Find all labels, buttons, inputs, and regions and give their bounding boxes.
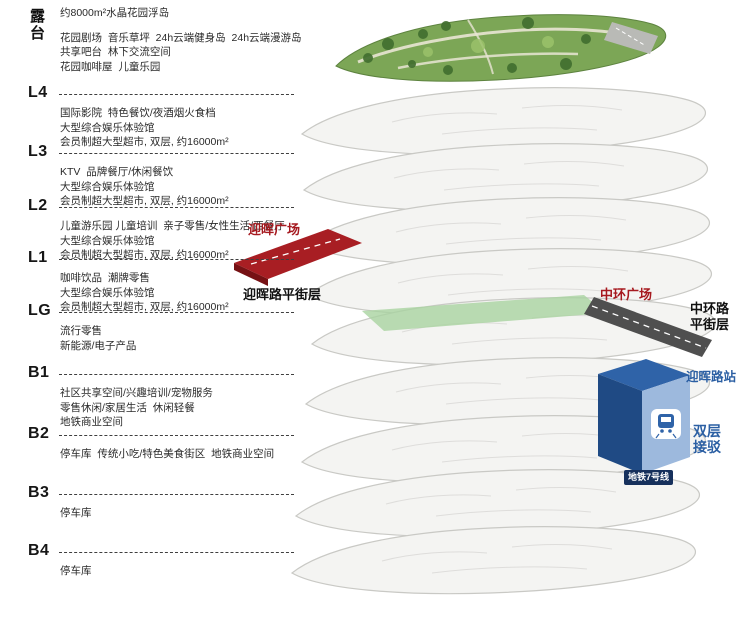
level-desc-line: 零售休闲/家居生活 休闲轻餐 [60, 401, 195, 414]
level-desc-line: 儿童游乐园 儿童培训 亲子零售/女性生活/西餐厅 [60, 220, 285, 232]
level-desc-line: 新能源/电子产品 [60, 339, 137, 352]
level-desc-line: 花园剧场 音乐草坪 24h云端健身岛 24h云端漫游岛 [60, 31, 302, 44]
level-desc-line: 大型综合娱乐体验馆 [60, 180, 155, 193]
level-dash-line [59, 258, 294, 260]
level-row-b4: B4 停车库 [28, 542, 294, 579]
level-dash-line [59, 152, 294, 154]
label-yinghui-plaza: 迎晖广场 [248, 222, 301, 237]
zhonghuan-road [584, 297, 712, 357]
level-label-b4: B4 [28, 542, 50, 559]
level-desc-line: 共享吧台 林下交流空间 [60, 46, 171, 58]
level-label-l4: L4 [28, 84, 48, 101]
level-row-l3: L3 KTV 品牌餐厅/休闲餐饮 大型综合娱乐体验馆 会员制超大型超市, 双层,… [28, 143, 294, 209]
level-desc-line: 停车库 [60, 565, 92, 577]
level-dash-line [59, 373, 294, 375]
label-zhonghuan-road-line2: 平街层 [690, 317, 730, 332]
level-dash-line [59, 93, 294, 95]
level-label-b1: B1 [28, 364, 50, 381]
level-desc-line: 约8000m²水晶花园浮岛 [60, 7, 170, 19]
label-shuttle-line1: 双层 [693, 423, 721, 439]
label-yinghui-station: 迎晖路站 [686, 370, 737, 384]
level-desc-line: 会员制超大型超市, 双层, 约16000m² [60, 195, 229, 207]
level-desc-line: 流行零售 [60, 325, 102, 337]
level-row-l1: L1 咖啡饮品 潮牌零售 大型综合娱乐体验馆 会员制超大型超市, 双层, 约16… [28, 249, 294, 315]
level-label-terrace: 露台 [30, 8, 46, 42]
level-desc-line: 社区共享空间/兴趣培训/宠物服务 [60, 387, 213, 399]
level-label-l1: L1 [28, 249, 48, 266]
level-desc-line: 停车库 [60, 507, 92, 519]
level-dash-line [59, 206, 294, 208]
level-dash-line [59, 434, 294, 436]
level-label-b3: B3 [28, 484, 50, 501]
level-dash-line [59, 493, 294, 495]
level-label-l3: L3 [28, 143, 48, 160]
floor-plate-b4 [291, 526, 697, 595]
level-desc-line: 大型综合娱乐体验馆 [60, 286, 155, 299]
level-desc-line: KTV 品牌餐厅/休闲餐饮 [60, 166, 174, 178]
level-dash-line [59, 311, 294, 313]
level-dash-line [59, 551, 294, 553]
terrace-trees [363, 17, 591, 75]
level-desc-line: 花园咖啡屋 儿童乐园 [60, 60, 161, 73]
level-desc-line: 咖啡饮品 潮牌零售 [60, 272, 150, 284]
label-zhonghuan-plaza: 中环广场 [600, 287, 653, 302]
level-row-lg: LG 流行零售 新能源/电子产品 [28, 302, 294, 353]
lg-green-strip [362, 295, 606, 331]
level-desc-line: 停车库 传统小吃/特色美食街区 地铁商业空间 [60, 448, 275, 460]
level-label-l2: L2 [28, 197, 48, 214]
level-row-terrace: 露台 约8000m²水晶花园浮岛 花园剧场 音乐草坪 24h云端健身岛 24h云… [28, 6, 302, 74]
label-shuttle-line2: 接驳 [693, 439, 721, 455]
level-label-lg: LG [28, 302, 52, 319]
label-zhonghuan-street-level: 中环路 平街层 [690, 301, 729, 333]
level-row-b1: B1 社区共享空间/兴趣培训/宠物服务 零售休闲/家居生活 休闲轻餐 地铁商业空… [28, 364, 294, 430]
level-desc-line: 地铁商业空间 [60, 416, 123, 428]
level-desc-line: 会员制超大型超市, 双层, 约16000m² [60, 249, 229, 261]
level-row-l2: L2 儿童游乐园 儿童培训 亲子零售/女性生活/西餐厅 大型综合娱乐体验馆 会员… [28, 197, 294, 263]
level-row-b3: B3 停车库 [28, 484, 294, 521]
level-desc-line: 大型综合娱乐体验馆 [60, 234, 155, 247]
level-desc-line: 会员制超大型超市, 双层, 约16000m² [60, 136, 229, 148]
level-label-b2: B2 [28, 425, 50, 442]
badge-metro-line-7: 地铁7号线 [624, 470, 674, 485]
level-row-b2: B2 停车库 传统小吃/特色美食街区 地铁商业空间 [28, 425, 294, 462]
yinghui-plaza-ramp [234, 229, 362, 286]
level-row-l4: L4 国际影院 特色餐饮/夜酒烟火食档 大型综合娱乐体验馆 会员制超大型超市, … [28, 84, 294, 150]
label-double-deck-shuttle: 双层 接驳 [693, 423, 721, 455]
label-yinghui-street-level: 迎晖路平街层 [243, 287, 322, 302]
terrace-garden-render [335, 14, 667, 82]
level-desc-line: 会员制超大型超市, 双层, 约16000m² [60, 301, 229, 313]
level-desc-line: 国际影院 特色餐饮/夜酒烟火食档 [60, 107, 216, 119]
label-zhonghuan-road-line1: 中环路 [690, 301, 730, 316]
level-desc-line: 大型综合娱乐体验馆 [60, 121, 155, 134]
train-icon [651, 409, 681, 439]
metro-station-box [598, 359, 690, 474]
terrace-road [604, 22, 658, 54]
